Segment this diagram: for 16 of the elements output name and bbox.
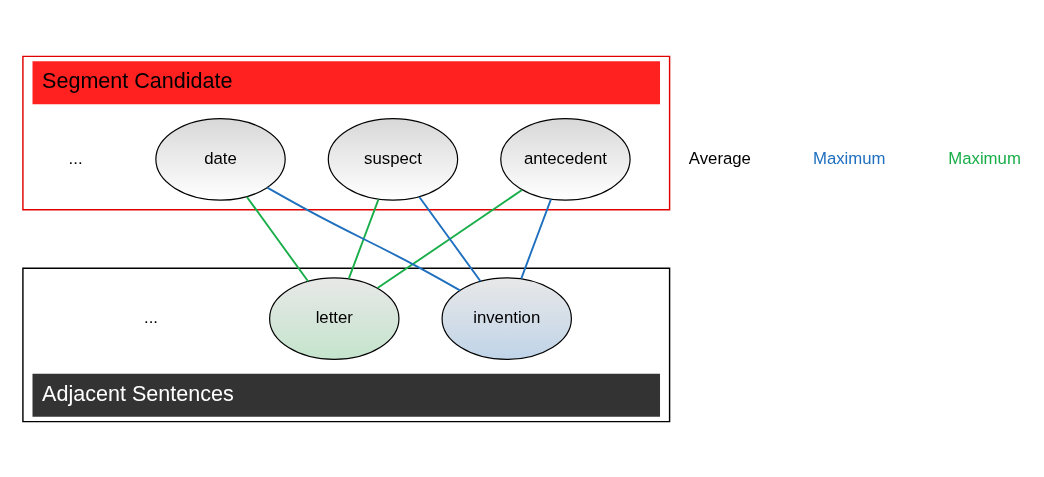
label: Maximum bbox=[948, 148, 1021, 168]
label: ... bbox=[68, 148, 83, 168]
node-ellipse: letter bbox=[269, 276, 400, 360]
connector bbox=[376, 188, 523, 289]
node-ellipse: antecedent bbox=[500, 117, 631, 201]
connector bbox=[520, 197, 552, 280]
node-ellipse: invention bbox=[441, 276, 572, 360]
node-ellipse: date bbox=[155, 117, 286, 201]
connector bbox=[266, 186, 461, 291]
connector bbox=[347, 197, 380, 280]
connector bbox=[418, 195, 482, 282]
label: ... bbox=[144, 307, 159, 327]
node-ellipse: suspect bbox=[327, 117, 459, 201]
label: Average bbox=[688, 148, 751, 168]
connector bbox=[245, 195, 309, 282]
label: Maximum bbox=[812, 148, 886, 168]
